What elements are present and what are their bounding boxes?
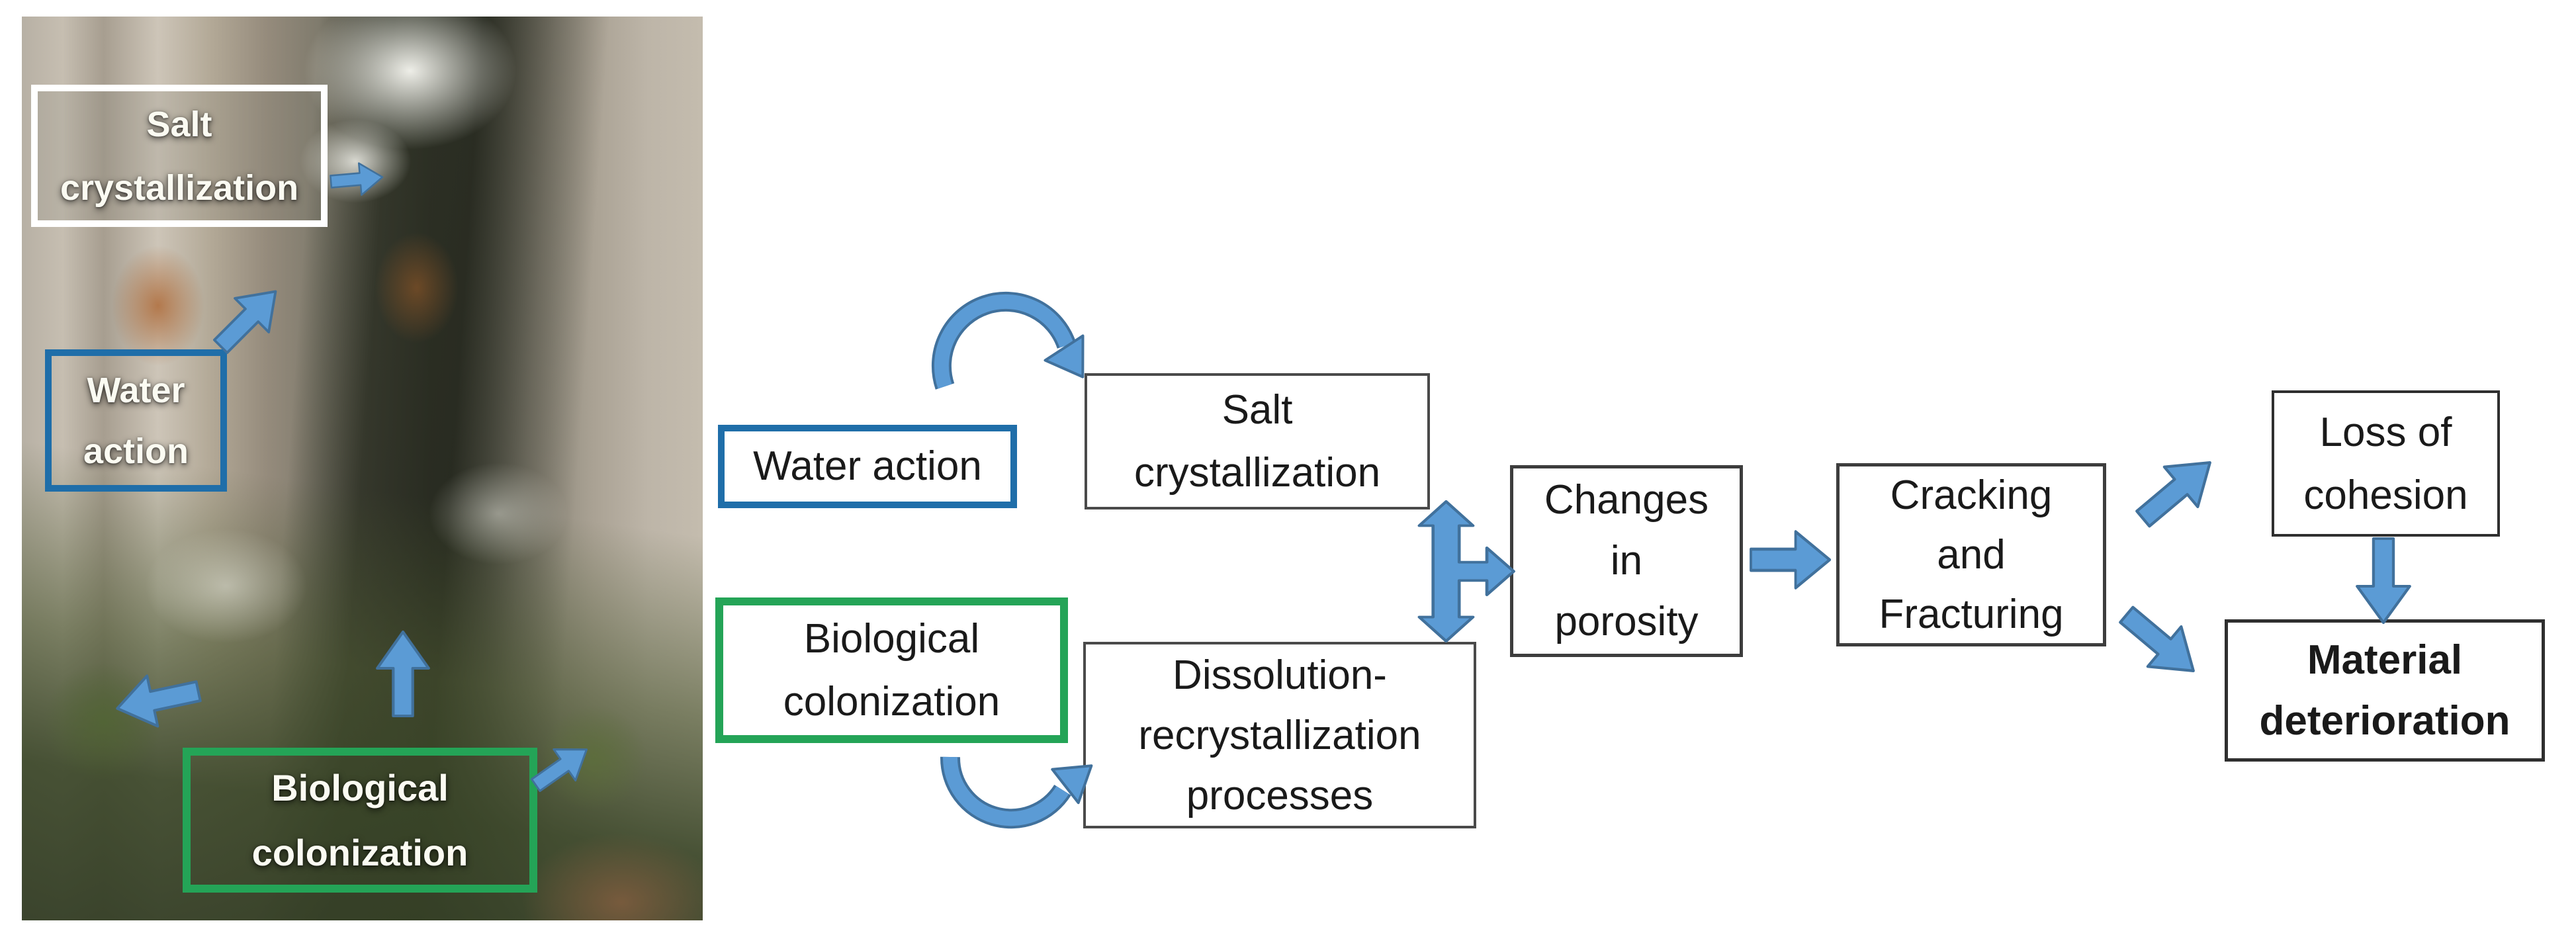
node-bio-line2: colonization	[783, 679, 1000, 725]
node-salt-line1: Salt	[1221, 387, 1293, 433]
photo-label-water-line2: action	[83, 431, 189, 471]
node-loss-line2: cohesion	[2303, 472, 2468, 518]
photo-label-water-line1: Water	[87, 370, 185, 410]
node-salt-crystallization: Salt crystallization	[1085, 373, 1430, 509]
up-right-arrow-icon	[2135, 461, 2211, 528]
node-water-action: Water action	[718, 425, 1017, 508]
node-dissolution-line3: processes	[1186, 772, 1374, 818]
node-bio-line1: Biological	[803, 616, 980, 662]
node-changes-in-porosity: Changes in porosity	[1510, 465, 1743, 657]
node-material-line2: deterioration	[2259, 697, 2510, 744]
double-vertical-right-branch-arrow-icon	[1417, 500, 1515, 643]
up-arrow-icon	[376, 631, 430, 717]
node-loss-line1: Loss of	[2319, 409, 2452, 455]
photo-label-biological-colonization: Biological colonization	[183, 748, 537, 893]
right-arrow-icon	[1750, 530, 1832, 590]
down-right-arrow-icon	[2119, 605, 2195, 672]
stone-wall-photo: Salt crystallization Water action Biolog…	[22, 17, 703, 920]
node-cracking-line1: Cracking	[1890, 472, 2053, 518]
photo-label-salt-crystallization: Salt crystallization	[31, 85, 328, 227]
node-loss-of-cohesion: Loss of cohesion	[2272, 390, 2500, 537]
node-dissolution-line2: recrystallization	[1138, 712, 1421, 758]
node-material-deterioration: Material deterioration	[2225, 619, 2545, 762]
node-salt-line2: crystallization	[1133, 450, 1381, 496]
node-material-line1: Material	[2307, 637, 2463, 683]
node-cracking-and-fracturing: Cracking and Fracturing	[1836, 463, 2106, 646]
up-right-arrow-icon	[213, 290, 277, 354]
node-water-action-label: Water action	[753, 443, 982, 489]
node-dissolution-recrystallization: Dissolution- recrystallization processes	[1083, 642, 1476, 828]
photo-label-salt-line2: crystallization	[60, 167, 299, 208]
right-arrow-icon	[330, 162, 384, 196]
photo-label-salt-line1: Salt	[146, 104, 212, 144]
node-cracking-line3: Fracturing	[1879, 591, 2064, 637]
down-arrow-icon	[2356, 537, 2411, 624]
node-biological-colonization: Biological colonization	[715, 597, 1068, 743]
node-dissolution-line1: Dissolution-	[1173, 652, 1387, 698]
photo-label-water-action: Water action	[45, 349, 227, 492]
photo-label-bio-line1: Biological	[271, 766, 449, 809]
node-changes-line1: Changes	[1544, 477, 1709, 523]
left-arrow-icon	[116, 674, 202, 728]
photo-label-bio-line2: colonization	[251, 831, 468, 873]
node-changes-line3: porosity	[1554, 599, 1699, 644]
node-changes-line2: in	[1610, 538, 1643, 584]
node-cracking-line2: and	[1937, 531, 2006, 578]
up-right-arrow-icon	[530, 748, 588, 792]
clockwise-curved-arrow-icon	[931, 291, 1085, 390]
counterclockwise-curved-arrow-icon	[940, 756, 1093, 829]
